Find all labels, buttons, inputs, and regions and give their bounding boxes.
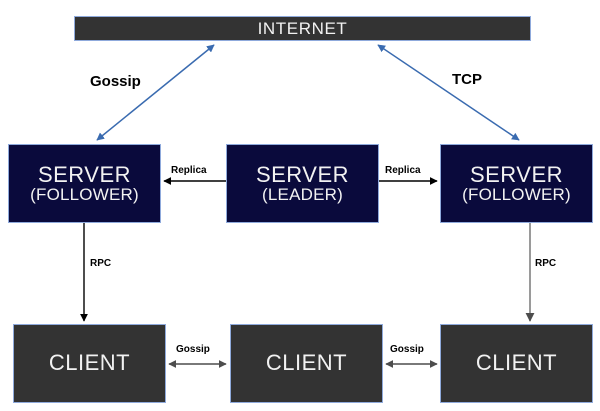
node-label-line1: SERVER	[469, 161, 564, 187]
connector-tcp-internet	[377, 44, 520, 141]
node-label-line1: CLIENT	[265, 350, 348, 376]
node-internet-label: INTERNET	[257, 18, 348, 38]
node-label-line2: (FOLLOWER)	[30, 185, 139, 205]
edge-label-gossip-clients-left: Gossip	[176, 344, 210, 355]
node-label-line2: (LEADER)	[262, 185, 343, 205]
node-client-middle[interactable]: CLIENT	[230, 324, 383, 403]
connector-gossip-internet	[96, 44, 215, 141]
edge-label-replica-left: Replica	[171, 165, 207, 176]
node-server-leader[interactable]: SERVER (LEADER)	[226, 144, 379, 223]
node-label-line1: SERVER	[37, 161, 132, 187]
edge-label-gossip-internet: Gossip	[90, 73, 141, 90]
edge-label-replica-right: Replica	[385, 165, 421, 176]
edge-label-gossip-clients-right: Gossip	[390, 344, 424, 355]
node-label-line1: CLIENT	[48, 350, 131, 376]
node-server-follower-right[interactable]: SERVER (FOLLOWER)	[440, 144, 593, 223]
edge-label-tcp-internet: TCP	[452, 71, 482, 88]
node-label-line1: SERVER	[255, 161, 350, 187]
edge-label-rpc-right: RPC	[535, 258, 557, 269]
edge-label-rpc-left: RPC	[90, 258, 112, 269]
node-internet[interactable]: INTERNET	[74, 16, 531, 41]
node-client-right[interactable]: CLIENT	[440, 324, 593, 403]
node-label-line1: CLIENT	[475, 350, 558, 376]
node-server-follower-left[interactable]: SERVER (FOLLOWER)	[8, 144, 161, 223]
node-client-left[interactable]: CLIENT	[13, 324, 166, 403]
node-label-line2: (FOLLOWER)	[462, 185, 571, 205]
